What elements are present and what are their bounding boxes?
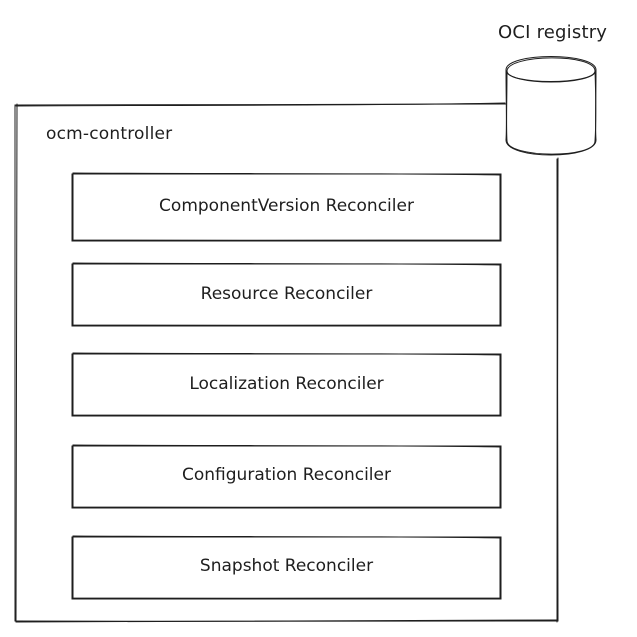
reconciler-box-1 (71, 172, 502, 242)
registry-label: OCI registry (498, 22, 608, 43)
reconciler-label-localization: Localization Reconciler (189, 374, 384, 394)
reconciler-box-5 (71, 535, 502, 600)
reconciler-label-resource: Resource Reconciler (200, 284, 373, 304)
reconciler-label-componentversion: ComponentVersion Reconciler (159, 196, 414, 216)
oci-registry-cylinder (505, 56, 597, 156)
reconciler-label-configuration: Configuration Reconciler (182, 465, 391, 485)
reconciler-label-snapshot: Snapshot Reconciler (199, 556, 374, 576)
reconciler-box-2 (71, 262, 502, 327)
ocm-controller-box (14, 102, 559, 623)
container-label: ocm-controller (46, 124, 173, 144)
reconciler-box-3 (71, 352, 502, 417)
reconciler-box-4 (71, 444, 502, 509)
